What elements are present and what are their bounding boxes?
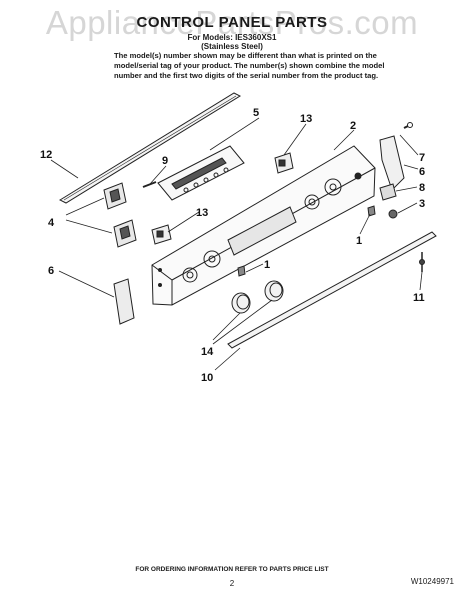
model-line: For Models: IES360XS1 <box>187 33 277 42</box>
model-note: The model(s) number shown may be differe… <box>114 51 385 80</box>
watermark: AppliancePartsPros.com <box>45 4 419 41</box>
callout-5: 5 <box>253 107 259 119</box>
callout-11: 11 <box>413 292 425 304</box>
callout-1-left: 1 <box>264 259 270 271</box>
part-12-trim-strip <box>58 92 242 204</box>
part-13-switch-lower <box>151 224 172 245</box>
callout-13-lower: 13 <box>196 207 208 219</box>
leader-lines <box>50 117 423 371</box>
part-1-clip-left <box>237 265 246 277</box>
callout-6-left: 6 <box>48 265 54 277</box>
callout-2: 2 <box>350 120 356 132</box>
finish-line: (Stainless Steel) <box>201 42 263 51</box>
part-14-knob-left <box>231 292 251 314</box>
callout-4: 4 <box>48 217 55 229</box>
callout-12: 12 <box>40 149 52 161</box>
callout-13-upper: 13 <box>300 113 312 125</box>
part-9-screw <box>142 181 157 188</box>
callout-3: 3 <box>419 198 425 210</box>
page-title: CONTROL PANEL PARTS <box>136 14 328 31</box>
part-8-switch <box>379 183 397 201</box>
document-id: W10249971 <box>410 577 454 586</box>
part-11-screw <box>419 252 425 272</box>
part-5-control-board <box>157 145 245 201</box>
part-6-end-cap-right <box>379 135 405 191</box>
part-6-end-cap-left <box>113 278 135 325</box>
part-2-control-panel <box>151 145 376 306</box>
part-4-switch-bottom <box>113 219 137 248</box>
callout-8: 8 <box>419 182 425 194</box>
part-13-switch-upper <box>274 152 294 174</box>
ordering-note: FOR ORDERING INFORMATION REFER TO PARTS … <box>135 566 329 573</box>
part-7-screw <box>403 122 413 129</box>
callout-1-right: 1 <box>356 235 362 247</box>
part-10-bottom-trim <box>227 231 437 349</box>
page-number: 2 <box>229 579 235 588</box>
part-1-clip-right <box>367 205 376 217</box>
callout-7: 7 <box>419 152 425 164</box>
callout-10: 10 <box>201 372 213 384</box>
callout-14: 14 <box>201 346 214 358</box>
part-3-nut <box>388 209 398 219</box>
callout-9: 9 <box>162 155 168 167</box>
part-4-switch-top <box>103 182 127 210</box>
part-14-knob-right <box>264 280 284 302</box>
callout-6-right: 6 <box>419 166 425 178</box>
